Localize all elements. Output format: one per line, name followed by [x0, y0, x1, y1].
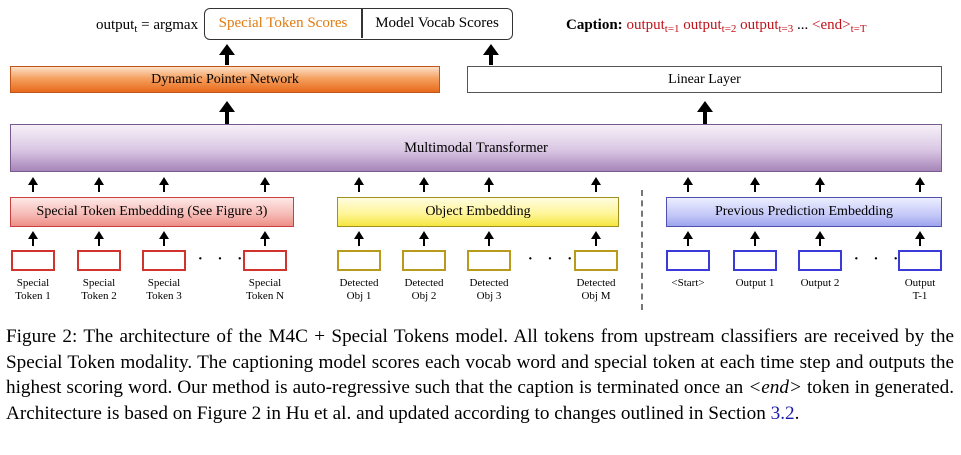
token-label-line1: <Start>: [671, 277, 705, 289]
linear-layer: Linear Layer: [467, 66, 942, 93]
token-label-line2: Obj 3: [476, 290, 502, 302]
token-label-line1: Detected: [404, 277, 444, 289]
caption-output-1: output: [626, 17, 665, 33]
token-label-line1: Special: [248, 277, 282, 289]
special-token-box: [142, 250, 186, 271]
caption-end: <end>: [812, 17, 851, 33]
token-label-line2: Obj 1: [346, 290, 372, 302]
previous-token-label: Output 1: [715, 277, 795, 290]
previous-prediction-embedding: Previous Prediction Embedding: [666, 197, 942, 227]
output-sub: t: [134, 23, 138, 35]
multimodal-transformer: Multimodal Transformer: [10, 124, 942, 172]
model-vocab-scores: Model Vocab Scores: [375, 15, 499, 31]
caption-end-token: <end>: [748, 377, 802, 398]
caption-output-2: output: [683, 17, 722, 33]
previous-dots: · · ·: [853, 248, 903, 270]
token-label-line2: Obj 2: [411, 290, 437, 302]
special-token-box: [11, 250, 55, 271]
previous-token-box: [898, 250, 942, 271]
object-token-box: [574, 250, 618, 271]
token-label-line2: Token 1: [15, 290, 51, 302]
object-token-box: [337, 250, 381, 271]
token-label-line1: Special: [82, 277, 116, 289]
previous-token-box: [798, 250, 842, 271]
caption-output-1-sub: t=1: [664, 23, 680, 35]
token-label-line2: Token 3: [146, 290, 182, 302]
caption-output-3: output: [740, 17, 779, 33]
special-token-box: [243, 250, 287, 271]
token-label-line1: Output: [904, 277, 936, 289]
token-label-line1: Detected: [469, 277, 509, 289]
token-label-line1: Output 1: [735, 277, 775, 289]
token-label-line1: Output 2: [800, 277, 840, 289]
caption-output-2-sub: t=2: [721, 23, 737, 35]
special-token-embedding: Special Token Embedding (See Figure 3): [10, 197, 294, 227]
previous-token-box: [733, 250, 777, 271]
caption-part3: .: [794, 402, 800, 424]
output-eq: = argmax: [141, 17, 199, 33]
special-token-scores: Special Token Scores: [218, 15, 348, 31]
previous-token-label: <Start>: [648, 277, 728, 290]
object-token-box: [467, 250, 511, 271]
output-lhs: output: [96, 17, 135, 33]
token-label-line1: Special: [147, 277, 181, 289]
object-dots: · · ·: [527, 248, 577, 270]
special-token-box: [77, 250, 121, 271]
figure-caption: Figure 2: The architecture of the M4C + …: [6, 324, 954, 426]
caption-part1: Figure 2: The architecture of the M4C + …: [6, 326, 954, 398]
caption-sequence: Caption: outputt=1 outputt=2 outputt=3 .…: [566, 14, 867, 40]
argmax-box: Special Token Scores Model Vocab Scores: [204, 8, 513, 40]
token-label-line2: Token N: [245, 290, 285, 302]
caption-label: Caption:: [566, 17, 623, 33]
caption-output-3-sub: t=3: [778, 23, 794, 35]
dynamic-pointer-network: Dynamic Pointer Network: [10, 66, 440, 93]
caption-ellipsis: ...: [797, 17, 809, 33]
previous-token-label: Output 2: [780, 277, 860, 290]
modality-separator: [641, 190, 643, 310]
token-label-line1: Detected: [339, 277, 379, 289]
section-ref-link[interactable]: 3.2: [770, 402, 795, 424]
token-label-line1: Special: [16, 277, 50, 289]
token-label-line1: Detected: [576, 277, 616, 289]
object-embedding: Object Embedding: [337, 197, 619, 227]
caption-part2: token in generated. Architecture is base…: [6, 377, 954, 424]
token-label-line2: Obj M: [581, 290, 611, 302]
output-formula: outputt = argmax: [96, 14, 198, 40]
score-divider: [361, 9, 363, 38]
token-label-line2: Token 2: [81, 290, 117, 302]
object-token-box: [402, 250, 446, 271]
caption-end-sub: t=T: [850, 23, 867, 35]
special-token-dots: · · ·: [197, 248, 247, 270]
previous-token-box: [666, 250, 710, 271]
token-label-line2: T-1: [912, 290, 928, 302]
